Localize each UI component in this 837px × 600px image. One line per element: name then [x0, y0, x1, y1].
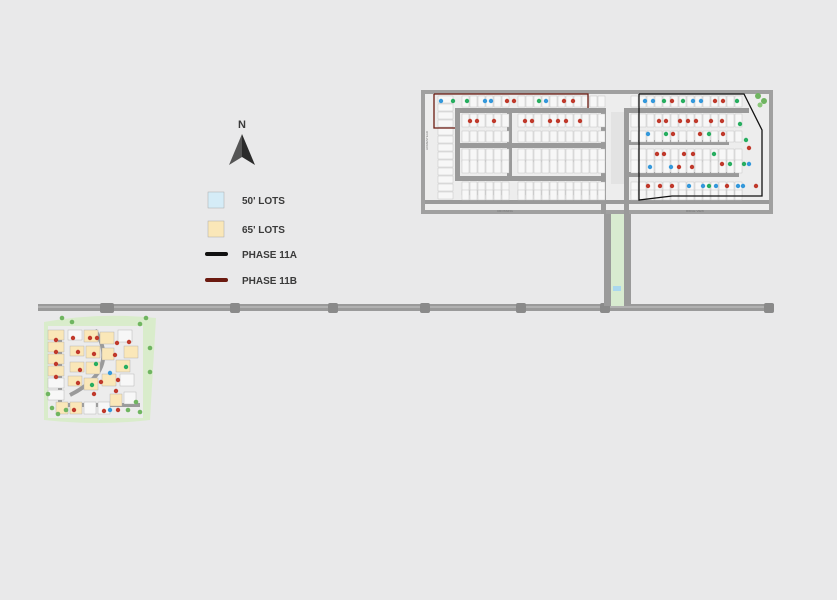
legend-50-lots-swatch	[207, 191, 225, 209]
north-arrow-icon	[229, 134, 255, 165]
svg-text:HOMESTEAD: HOMESTEAD	[425, 130, 429, 150]
north-arrow: N	[229, 119, 255, 165]
legend-phase-11a-label: PHASE 11A	[242, 250, 297, 261]
phase-11a-outline	[638, 93, 763, 201]
svg-text:CROSSING: CROSSING	[497, 209, 514, 213]
north-label: N	[238, 119, 246, 131]
main-road	[38, 303, 774, 313]
legend-phase-11b-label: PHASE 11B	[242, 276, 297, 287]
ne-subdivision: HOMESTEAD CROSSING RIDGE VIEW	[421, 90, 773, 214]
connector-road	[604, 214, 631, 306]
legend-65-lots-swatch	[207, 220, 225, 238]
phase-11b-outline	[433, 94, 455, 129]
legend-50-lots-label: 50' LOTS	[242, 196, 285, 207]
legend: 50' LOTS 65' LOTS PHASE 11A PHASE 11B	[205, 191, 297, 287]
svg-text:RIDGE VIEW: RIDGE VIEW	[686, 209, 704, 213]
legend-65-lots-label: 65' LOTS	[242, 225, 285, 236]
sw-subdivision	[44, 315, 156, 423]
